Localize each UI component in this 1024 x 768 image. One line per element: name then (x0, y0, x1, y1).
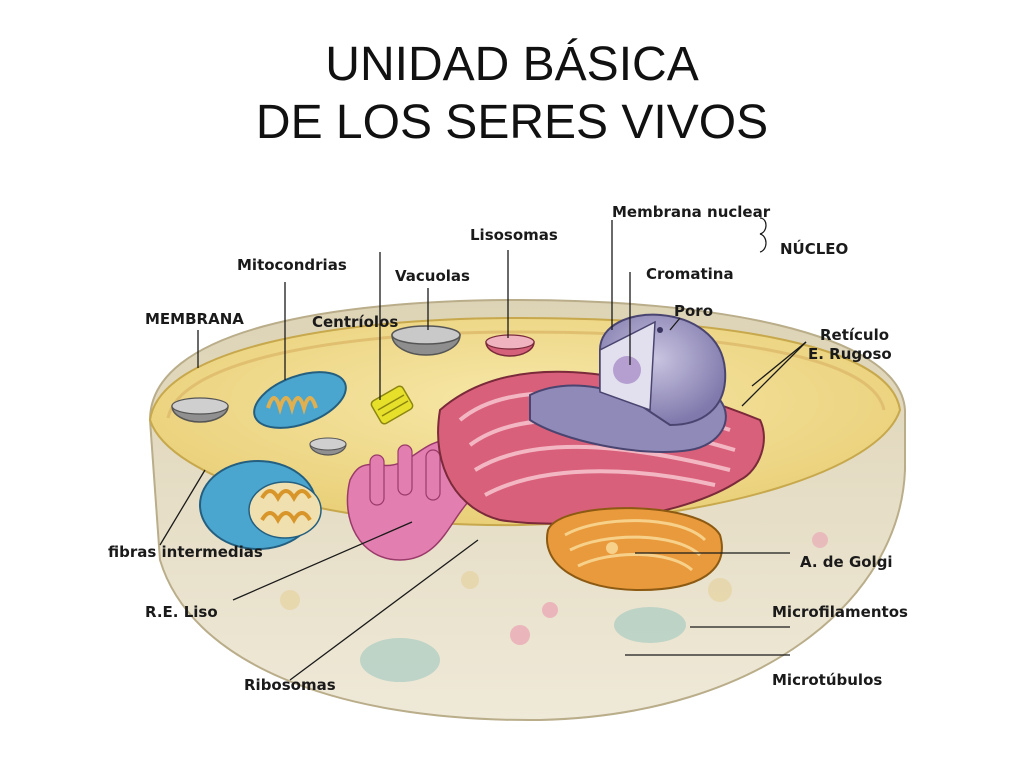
label-golgi: A. de Golgi (800, 553, 893, 571)
label-nucleo: NÚCLEO (780, 240, 849, 258)
label-microfilamentos: Microfilamentos (772, 603, 908, 621)
label-lisosomas: Lisosomas (470, 226, 558, 244)
label-mitocondrias: Mitocondrias (237, 256, 347, 274)
label-membrana: MEMBRANA (145, 310, 244, 328)
label-reticulo: Retículo (820, 326, 890, 344)
vacuole-group (171, 325, 535, 456)
label-ribosomas: Ribosomas (244, 676, 336, 694)
label-microtubulos: Microtúbulos (772, 671, 883, 689)
nucleus (529, 313, 727, 453)
title-line-1: UNIDAD BÁSICA (325, 38, 699, 91)
label-fibras-intermedias: fibras intermedias (108, 543, 263, 561)
leader-lines (159, 217, 807, 681)
label-vacuolas: Vacuolas (395, 267, 470, 285)
label-re-liso: R.E. Liso (145, 603, 218, 621)
label-poro: Poro (674, 302, 714, 320)
title-line-2: DE LOS SERES VIVOS (255, 96, 769, 149)
label-centriolos: Centríolos (312, 313, 399, 331)
label-membrana-nuclear: Membrana nuclear (612, 203, 771, 221)
label-e-rugoso: E. Rugoso (808, 345, 892, 363)
page-title: UNIDAD BÁSICA DE LOS SERES VIVOS (0, 36, 1024, 152)
mitochondria (199, 371, 347, 550)
golgi-apparatus (545, 507, 723, 592)
label-cromatina: Cromatina (646, 265, 734, 283)
centriole (370, 385, 414, 425)
